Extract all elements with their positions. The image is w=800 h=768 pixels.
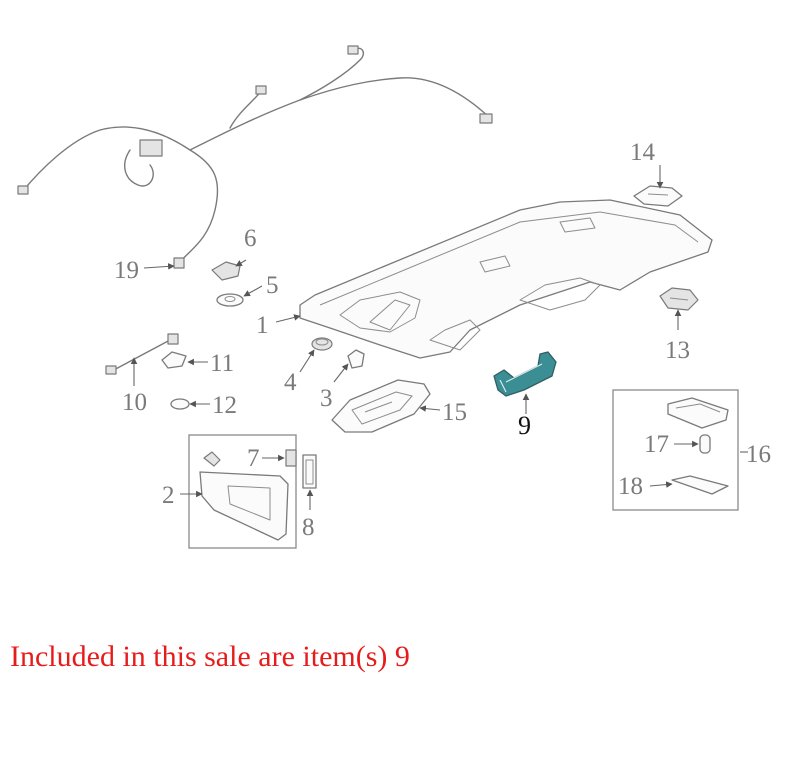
callout-19: 19 [114, 257, 139, 284]
part-11-plate [161, 351, 187, 369]
callout-17: 17 [644, 431, 669, 458]
callout-13: 13 [665, 337, 690, 364]
sun-visor-group-box [188, 434, 297, 549]
part-12-clip [170, 398, 190, 410]
wiring-harness [17, 45, 493, 269]
callout-9: 9 [518, 411, 531, 440]
callout-4: 4 [284, 369, 297, 396]
parts-diagram: 1 2 3 4 5 6 7 8 9 10 11 12 13 14 15 16 1… [17, 45, 771, 549]
sale-note: Included in this sale are item(s) 9 [10, 640, 410, 673]
headliner [299, 199, 713, 359]
part-17-bulb [699, 434, 711, 454]
callout-10: 10 [122, 389, 147, 416]
part-15-overhead-console [331, 379, 431, 433]
callout-12: 12 [212, 392, 237, 419]
callout-3: 3 [320, 385, 333, 412]
callout-8: 8 [302, 514, 315, 541]
part-13-lamp [659, 287, 699, 311]
callout-1: 1 [256, 312, 269, 339]
part-6-clip [211, 261, 241, 281]
callout-18: 18 [618, 473, 643, 500]
part-14-bracket [633, 185, 683, 207]
callout-labels: 1 2 3 4 5 6 7 8 9 10 11 12 13 14 15 16 1… [114, 139, 771, 541]
part-16-lamp-housing [667, 397, 729, 429]
callout-15: 15 [442, 399, 467, 426]
part-10-rod [105, 333, 179, 375]
callout-14: 14 [630, 139, 656, 166]
callout-6: 6 [244, 225, 257, 252]
callout-2: 2 [162, 482, 175, 509]
part-8-bracket [302, 454, 317, 489]
part-4-grommet [311, 337, 333, 351]
callout-11: 11 [210, 350, 234, 377]
lamp-group-box [612, 389, 739, 511]
callout-7: 7 [247, 445, 260, 472]
part-5-retainer [216, 293, 244, 307]
leader-lines [130, 165, 748, 510]
callout-5: 5 [266, 272, 279, 299]
part-9-assist-handle [493, 351, 557, 397]
part-2-sun-visor [199, 451, 289, 541]
callout-16: 16 [746, 441, 771, 468]
part-18-lens [671, 475, 729, 495]
part-7-clip [285, 449, 297, 467]
part-3-hook [347, 349, 365, 369]
